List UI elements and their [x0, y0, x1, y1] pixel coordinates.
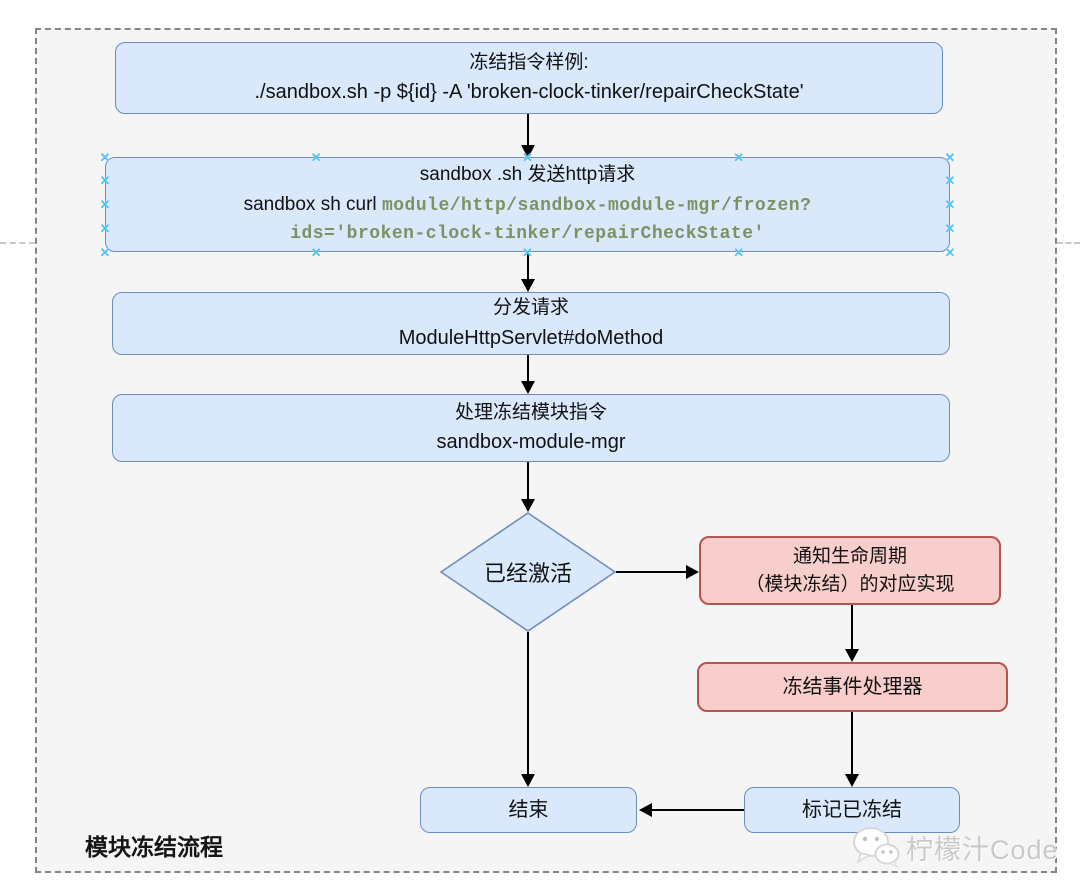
code-url-part1: module/http/sandbox-module-mgr/frozen?	[381, 195, 812, 216]
arrowhead-down-icon	[521, 499, 535, 512]
wechat-icon	[853, 827, 900, 868]
node-text: sandbox-module-mgr	[436, 431, 626, 454]
arrowhead-down-icon	[521, 145, 535, 158]
node-notify-lifecycle[interactable]: 通知生命周期 （模块冻结）的对应实现	[699, 536, 1001, 605]
node-text: ModuleHttpServlet#doMethod	[398, 326, 664, 349]
arrowhead-down-icon	[845, 649, 859, 662]
edge-handle-to-decision[interactable]	[527, 462, 529, 500]
edge-sendhttp-to-dispatch[interactable]	[527, 252, 529, 280]
edge-handler-to-mark[interactable]	[851, 712, 853, 775]
selection-handle-icon[interactable]: ✕	[99, 149, 111, 165]
node-text: 标记已冻结	[802, 799, 902, 821]
cmd-prefix: sandbox sh curl	[243, 193, 382, 215]
node-text: 冻结指令样例:	[469, 51, 589, 73]
selection-handle-icon[interactable]: ✕	[944, 244, 956, 260]
page-divider-right	[1057, 242, 1080, 244]
node-send-http-request[interactable]: sandbox .sh 发送http请求 sandbox sh curl mod…	[105, 157, 950, 252]
node-text: （模块冻结）的对应实现	[745, 573, 955, 595]
watermark-text: 柠檬汁Code	[906, 834, 1059, 865]
edge-dispatch-to-handle[interactable]	[527, 355, 529, 382]
selection-handle-icon[interactable]: ✕	[310, 149, 322, 165]
selection-handle-icon[interactable]: ✕	[310, 244, 322, 260]
node-freeze-command-sample[interactable]: 冻结指令样例: ./sandbox.sh -p ${id} -A 'broken…	[115, 42, 943, 114]
selection-handle-icon[interactable]: ✕	[522, 244, 533, 260]
selection-handle-icon[interactable]: ✕	[733, 244, 745, 260]
node-mark-frozen[interactable]: 标记已冻结	[744, 787, 960, 833]
node-end[interactable]: 结束	[420, 787, 637, 833]
arrowhead-left-icon	[639, 803, 652, 817]
selection-handle-icon[interactable]: ✕	[944, 220, 956, 236]
edge-notify-to-handler[interactable]	[851, 605, 853, 650]
node-text: 已经激活	[483, 561, 572, 586]
page-divider-left	[0, 242, 35, 244]
code-url-part2: ids='broken-clock-tinker/repairCheckStat…	[290, 223, 765, 244]
arrowhead-down-icon	[521, 381, 535, 394]
diagram-title[interactable]: 模块冻结流程	[85, 834, 223, 860]
node-text: 结束	[508, 799, 549, 821]
selection-handle-icon[interactable]: ✕	[99, 173, 111, 189]
node-text: ./sandbox.sh -p ${id} -A 'broken-clock-t…	[254, 81, 804, 104]
edge-mark-to-end[interactable]	[651, 809, 744, 811]
selection-handle-icon[interactable]: ✕	[944, 197, 956, 212]
node-decision-already-activated[interactable]: 已经激活	[440, 512, 616, 632]
watermark: 柠檬汁Code	[852, 826, 1059, 868]
node-text: 分发请求	[492, 297, 569, 319]
selection-handle-icon[interactable]: ✕	[99, 244, 111, 260]
selection-handle-icon[interactable]: ✕	[99, 220, 111, 236]
arrowhead-right-icon	[686, 565, 699, 579]
node-text: 冻结事件处理器	[782, 676, 923, 698]
arrowhead-down-icon	[845, 774, 859, 787]
diamond-shape	[440, 512, 616, 632]
edge-decision-to-end[interactable]	[527, 632, 529, 775]
selection-handle-icon[interactable]: ✕	[733, 149, 745, 165]
selection-handle-icon[interactable]: ✕	[522, 149, 533, 165]
selection-handle-icon[interactable]: ✕	[944, 173, 956, 189]
node-text: sandbox .sh 发送http请求	[419, 164, 636, 186]
node-handle-freeze-command[interactable]: 处理冻结模块指令 sandbox-module-mgr	[112, 394, 950, 462]
node-text: 处理冻结模块指令	[454, 401, 607, 423]
selection-handle-icon[interactable]: ✕	[944, 149, 956, 165]
node-text: 通知生命周期	[792, 545, 907, 567]
selection-handle-icon[interactable]: ✕	[99, 197, 111, 212]
node-freeze-event-handler[interactable]: 冻结事件处理器	[697, 662, 1008, 712]
node-text-line: sandbox sh curl module/http/sandbox-modu…	[244, 190, 812, 221]
edge-sample-to-sendhttp[interactable]	[527, 114, 529, 147]
node-dispatch-request[interactable]: 分发请求 ModuleHttpServlet#doMethod	[112, 292, 950, 355]
arrowhead-down-icon	[521, 774, 535, 787]
edge-decision-to-notify[interactable]	[616, 571, 687, 573]
arrowhead-down-icon	[521, 279, 535, 292]
